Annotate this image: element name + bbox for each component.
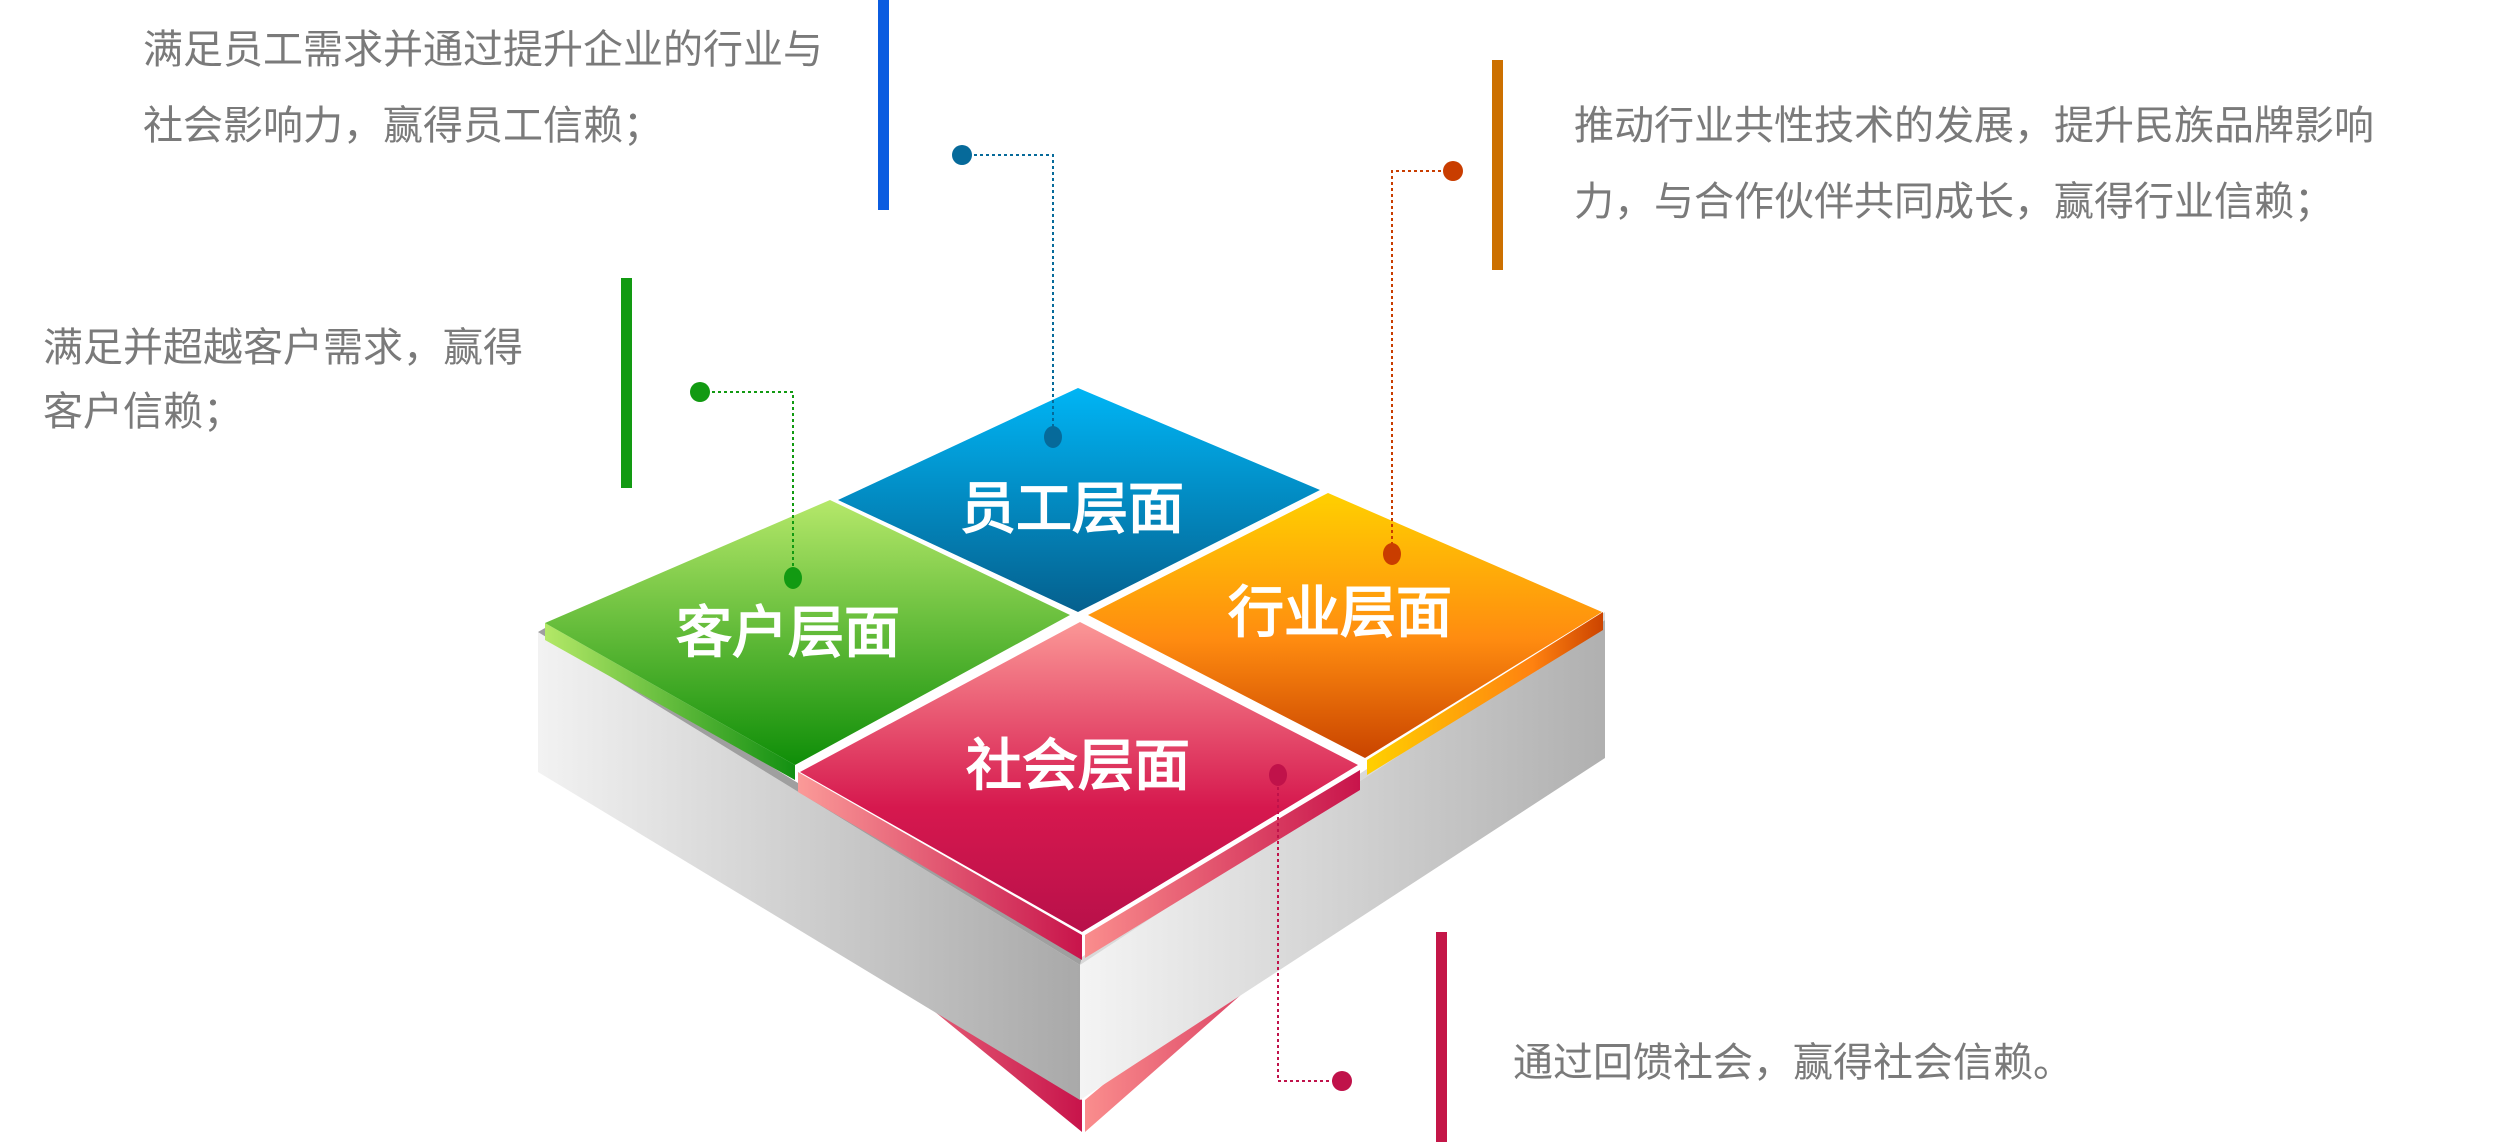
employee-dot-inner	[1044, 426, 1062, 448]
society-dot-inner	[1269, 764, 1287, 786]
customer-dot-outer	[690, 382, 710, 402]
employee-description: 满足员工需求并通过提升企业的行业与 社会影响力，赢得员工信赖；	[143, 12, 823, 164]
customer-description: 满足并超越客户需求，赢得 客户信赖；	[43, 316, 523, 444]
employee-description-line-2: 社会影响力，赢得员工信赖；	[143, 103, 663, 149]
customer-description-line-1: 满足并超越客户需求，赢得	[43, 325, 523, 371]
society-description-line-1: 通过回馈社会，赢得社会信赖。	[1513, 1040, 2073, 1086]
industry-dot-inner	[1383, 543, 1401, 565]
customer-tile	[545, 500, 1070, 765]
industry-description-line-1: 推动行业共性技术的发展，提升民族品牌影响	[1574, 103, 2374, 149]
industry-accent-bar	[1492, 60, 1503, 270]
gray-band-left	[538, 632, 1080, 1100]
society-tile-label: 社会层面	[966, 734, 1190, 799]
society-accent-bar	[1436, 932, 1447, 1142]
customer-description-line-2: 客户信赖；	[43, 389, 243, 435]
gray-band-right	[1080, 620, 1605, 1100]
society-side-right-upper	[1085, 770, 1360, 958]
employee-connector	[962, 154, 1054, 437]
industry-side-upper	[1367, 612, 1603, 775]
customer-accent-bar	[621, 278, 632, 488]
customer-side-upper	[545, 623, 795, 780]
employee-accent-bar	[878, 0, 889, 210]
industry-dot-outer	[1443, 161, 1463, 181]
industry-tile-label: 行业层面	[1228, 581, 1452, 646]
society-tile	[800, 622, 1358, 932]
customer-tile-label: 客户层面	[676, 601, 900, 666]
customer-connector	[700, 391, 794, 578]
employee-tile-label: 员工层面	[960, 477, 1184, 542]
customer-dot-inner	[784, 567, 802, 589]
society-dot-outer	[1332, 1071, 1352, 1091]
industry-description: 推动行业共性技术的发展，提升民族品牌影响 力，与合作伙伴共同成长，赢得行业信赖；	[1574, 88, 2374, 240]
industry-tile	[1088, 493, 1602, 758]
employee-description-line-1: 满足员工需求并通过提升企业的行业与	[143, 27, 823, 73]
employee-tile	[838, 388, 1320, 612]
society-side-left-upper	[798, 772, 1082, 960]
industry-description-line-2: 力，与合作伙伴共同成长，赢得行业信赖；	[1574, 179, 2334, 225]
employee-dot-outer	[952, 145, 972, 165]
society-description: 通过回馈社会，赢得社会信赖。	[1513, 1025, 2073, 1101]
industry-connector	[1391, 170, 1453, 554]
society-connector	[1277, 775, 1342, 1082]
